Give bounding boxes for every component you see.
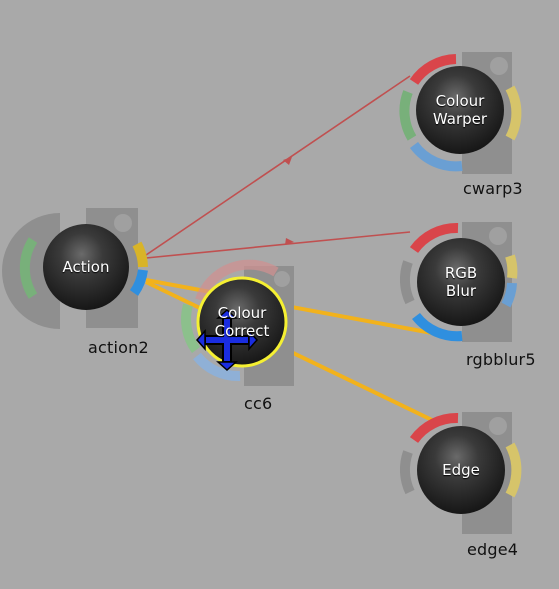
- node-cc6-name: cc6: [244, 394, 273, 413]
- node-edge4-name: edge4: [467, 540, 519, 559]
- node-cc6[interactable]: [181, 259, 294, 386]
- move-crosshair-icon: [195, 308, 259, 372]
- link-arrow-1: [283, 157, 292, 165]
- selected-ring: [196, 276, 288, 368]
- node-action2-name: action2: [88, 338, 149, 357]
- node-cwarp3-name: cwarp3: [463, 179, 523, 198]
- node-action2[interactable]: [2, 208, 148, 329]
- node-cwarp3[interactable]: [399, 52, 522, 174]
- node-rgbblur5-name: rgbblur5: [466, 350, 536, 369]
- link-action2-rgbblur5[interactable]: [145, 231, 411, 259]
- link-arrow-2: [285, 238, 294, 245]
- node-edge4[interactable]: [399, 412, 522, 534]
- link-action2-cwarp3[interactable]: [145, 75, 411, 256]
- node-rgbblur5[interactable]: [399, 222, 518, 342]
